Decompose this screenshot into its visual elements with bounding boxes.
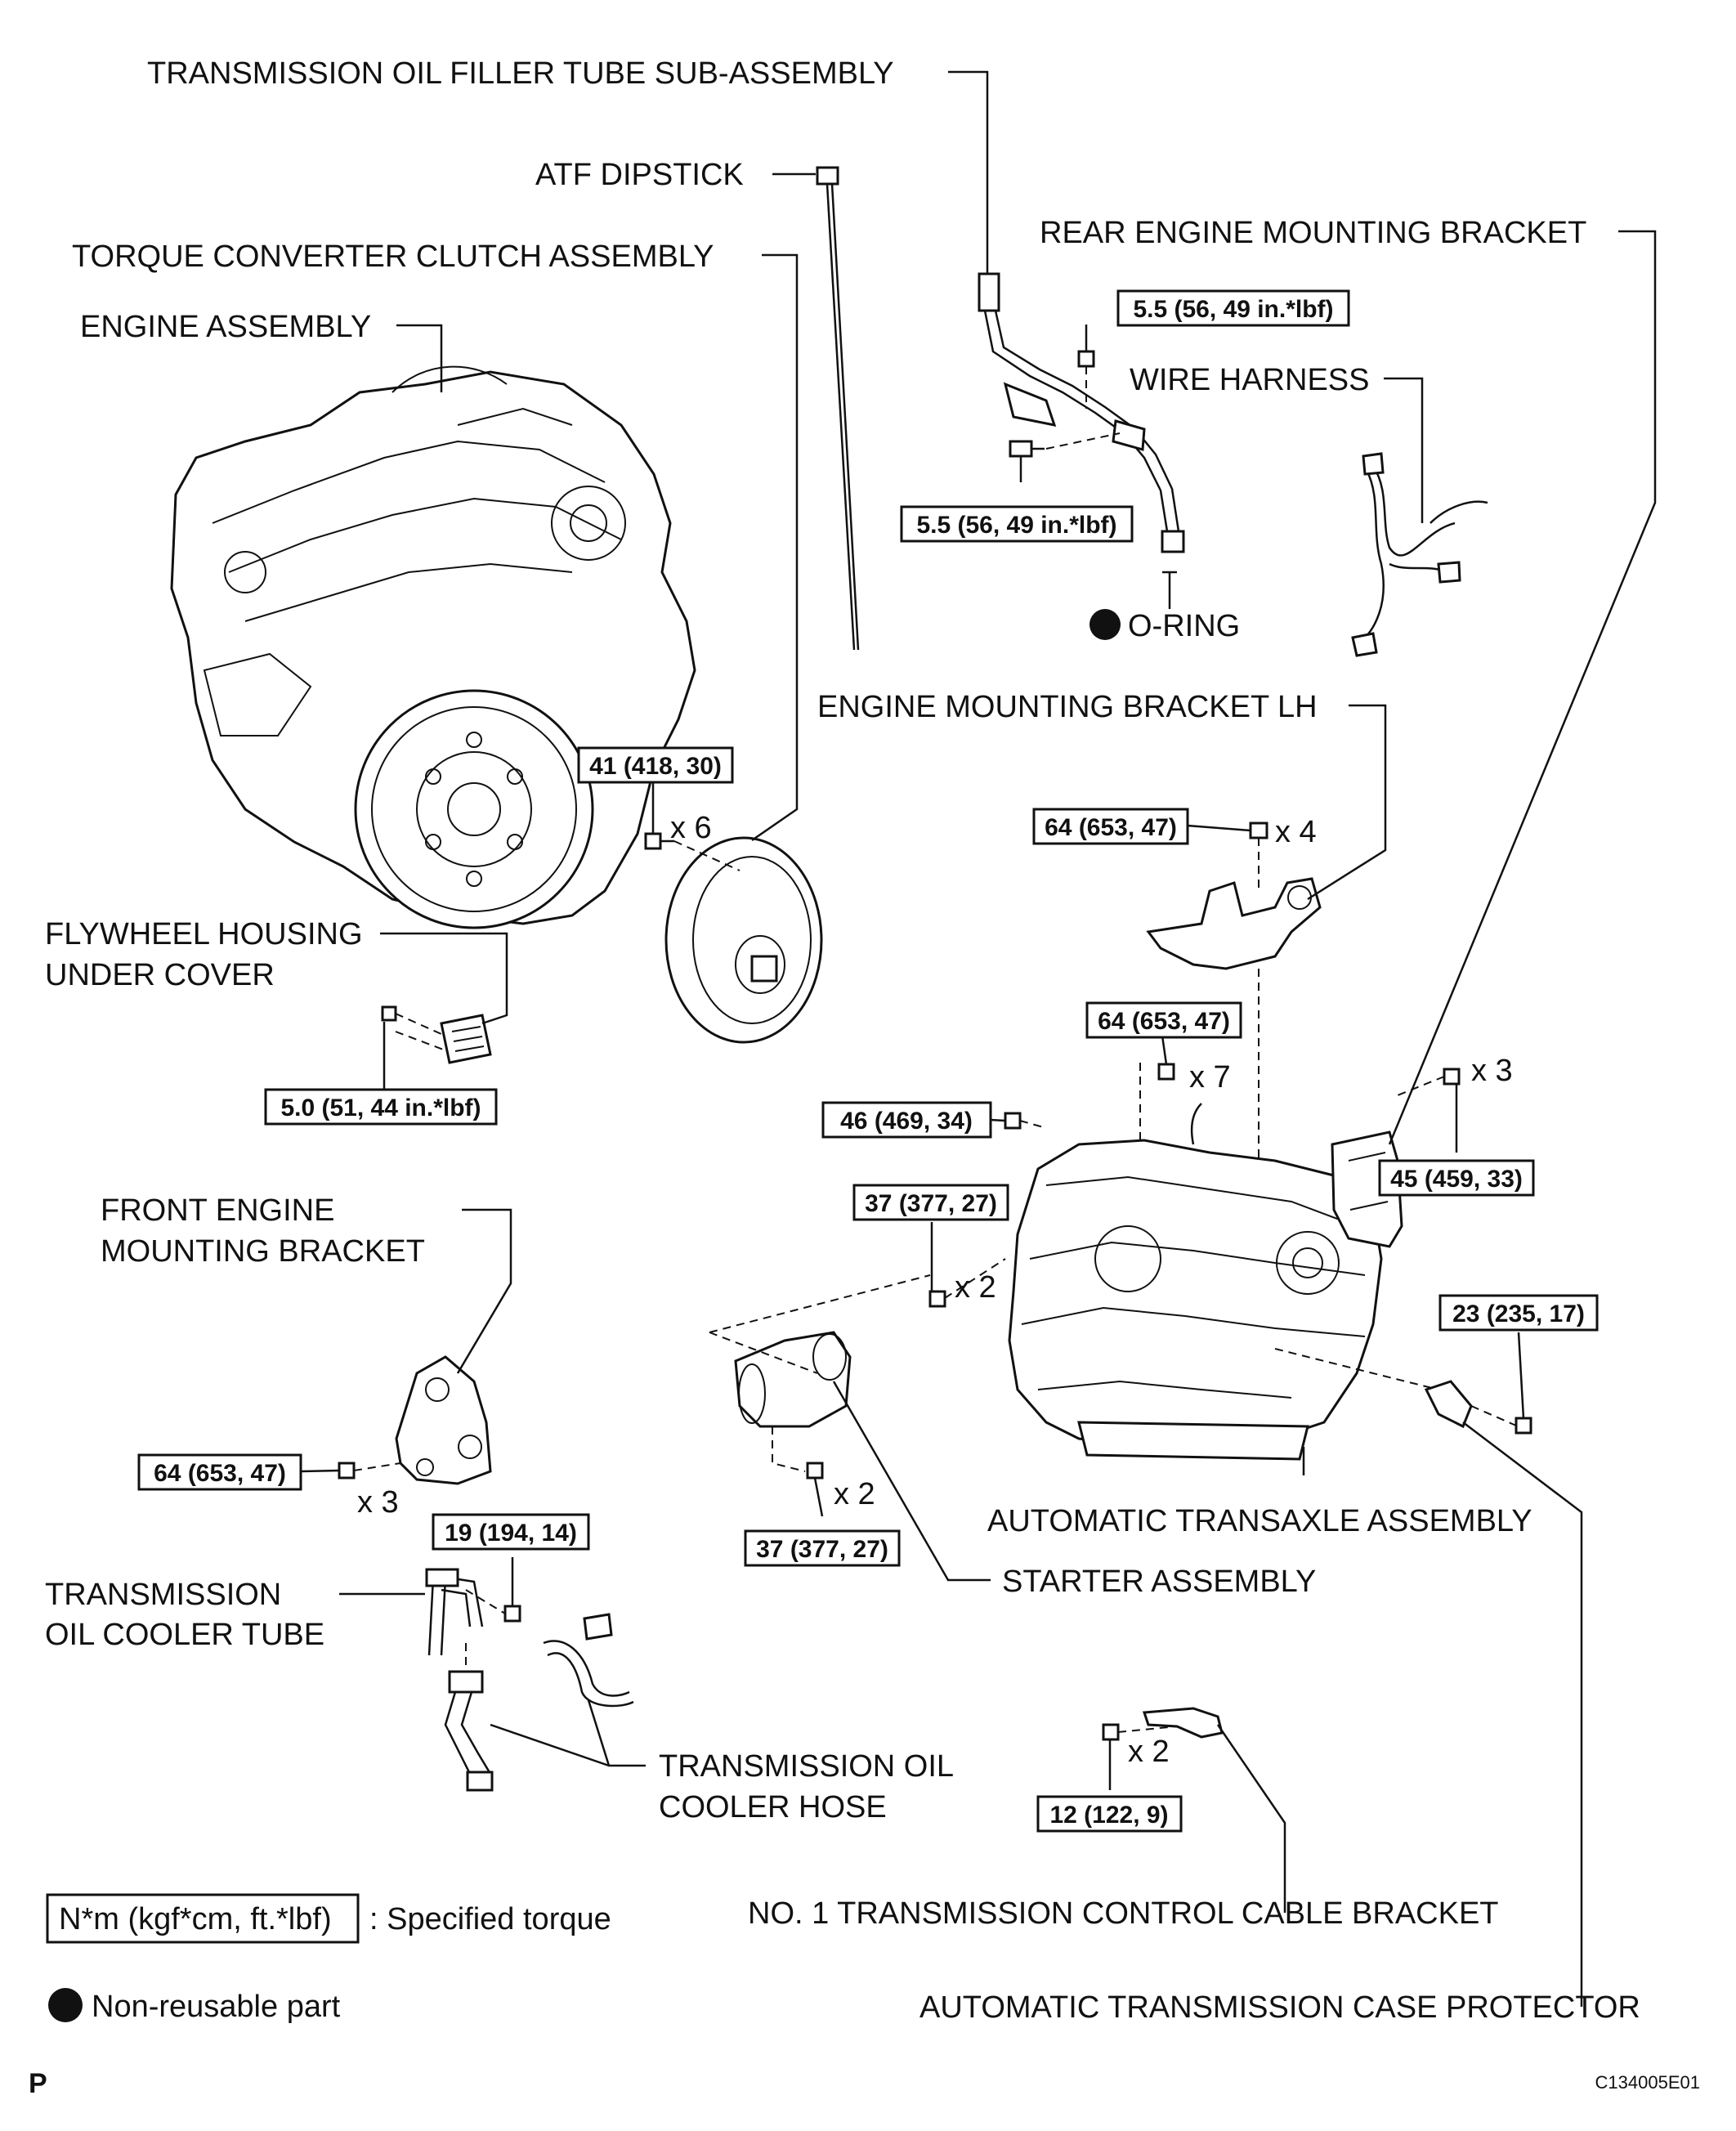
torque-value: 64 (653, 47) [154, 1460, 286, 1487]
label-case-protector: AUTOMATIC TRANSMISSION CASE PROTECTOR [919, 1990, 1640, 2025]
flywheel-under-cover-illustration [381, 1005, 492, 1064]
torque-spec-front-mount: 64 (653, 47) [137, 1453, 302, 1491]
label-cooler-tube-line1: TRANSMISSION [45, 1578, 281, 1612]
torque-spec-cable-bracket: 12 (122, 9) [1036, 1795, 1183, 1833]
torque-spec-starter-lower: 37 (377, 27) [744, 1529, 901, 1567]
label-engine-assembly: ENGINE ASSEMBLY [80, 310, 371, 344]
label-cable-bracket: NO. 1 TRANSMISSION CONTROL CABLE BRACKET [748, 1896, 1499, 1931]
legend-torque-unit: N*m (kgf*cm, ft.*lbf) [59, 1902, 332, 1936]
multiplier-rear-mount: x 3 [1471, 1054, 1513, 1088]
label-flywheel-cover-line2: UNDER COVER [45, 958, 275, 992]
label-wire-harness: WIRE HARNESS [1130, 363, 1369, 397]
label-rear-mount-bracket: REAR ENGINE MOUNTING BRACKET [1040, 216, 1586, 250]
torque-value: 64 (653, 47) [1098, 1008, 1230, 1035]
multiplier-starter-lower: x 2 [834, 1477, 875, 1511]
label-mount-bracket-lh: ENGINE MOUNTING BRACKET LH [817, 690, 1318, 724]
torque-value: 37 (377, 27) [756, 1536, 888, 1563]
transaxle-illustration [1004, 1063, 1383, 1461]
cooler-tube-illustration [425, 1568, 521, 1656]
label-transaxle: AUTOMATIC TRANSAXLE ASSEMBLY [987, 1504, 1532, 1538]
torque-value: 46 (469, 34) [840, 1108, 973, 1135]
torque-value: 12 (122, 9) [1049, 1802, 1168, 1829]
multiplier-starter-upper: x 2 [955, 1270, 996, 1305]
multiplier-front-mount: x 3 [357, 1485, 399, 1520]
label-front-mount-line2: MOUNTING BRACKET [101, 1234, 425, 1269]
multiplier-transaxle-top: x 7 [1189, 1060, 1231, 1095]
engine-assembly-illustration [170, 365, 696, 929]
label-cooler-hose-line1: TRANSMISSION OIL [659, 1749, 954, 1784]
torque-spec-bracket-lh: 64 (653, 47) [1032, 808, 1189, 845]
leader-lines [300, 70, 1657, 2007]
torque-spec-filler-top: 5.5 (56, 49 in.*lbf) [1116, 289, 1350, 327]
torque-spec-flywheel-cover: 5.0 (51, 44 in.*lbf) [264, 1088, 498, 1126]
torque-spec-transaxle-side: 46 (469, 34) [821, 1101, 992, 1139]
torque-value: 19 (194, 14) [445, 1520, 577, 1547]
torque-spec-rear-mount: 45 (459, 33) [1378, 1159, 1535, 1197]
label-torque-converter: TORQUE CONVERTER CLUTCH ASSEMBLY [72, 240, 714, 274]
legend-torque-desc: : Specified torque [369, 1902, 611, 1936]
torque-spec-starter-upper: 37 (377, 27) [852, 1184, 1009, 1221]
control-cable-bracket-illustration [1102, 1707, 1224, 1741]
wire-harness-illustration [1351, 452, 1488, 657]
legend: N*m (kgf*cm, ft.*lbf) : Specified torque… [46, 1893, 611, 2024]
label-atf-dipstick: ATF DIPSTICK [535, 158, 744, 192]
engine-mounting-bracket-lh-illustration [1146, 822, 1322, 1185]
torque-spec-converter: 41 (418, 30) [577, 746, 734, 784]
torque-value: 5.5 (56, 49 in.*lbf) [1133, 296, 1333, 323]
case-protector-illustration [1424, 1380, 1532, 1435]
torque-value: 45 (459, 33) [1390, 1166, 1523, 1193]
filler-tube-illustration [978, 272, 1185, 589]
torque-converter-illustration [644, 832, 823, 1044]
rear-engine-mounting-bracket-illustration [1331, 1068, 1461, 1248]
torque-value: 37 (377, 27) [865, 1190, 997, 1217]
torque-value: 64 (653, 47) [1045, 814, 1177, 841]
atf-dipstick-illustration [816, 166, 860, 651]
torque-spec-cooler-tube: 19 (194, 14) [432, 1513, 590, 1551]
cooler-hose-illustration [444, 1613, 634, 1792]
o-ring-nonreusable-icon [1089, 609, 1121, 640]
torque-spec-transaxle-top: 64 (653, 47) [1085, 1001, 1242, 1039]
nonreusable-part-icon [48, 1988, 83, 2022]
multiplier-converter: x 6 [670, 811, 712, 845]
torque-value: 23 (235, 17) [1452, 1301, 1585, 1327]
label-cooler-hose-line2: COOLER HOSE [659, 1790, 887, 1824]
label-front-mount-line1: FRONT ENGINE [101, 1193, 334, 1228]
torque-value: 5.0 (51, 44 in.*lbf) [280, 1095, 481, 1121]
figure-code: C134005E01 [1595, 2072, 1700, 2093]
label-cooler-tube-line2: OIL COOLER TUBE [45, 1618, 324, 1652]
label-starter: STARTER ASSEMBLY [1002, 1565, 1316, 1599]
front-engine-mounting-bracket-illustration [338, 1355, 492, 1485]
legend-nonreusable: Non-reusable part [92, 1990, 341, 2024]
corner-letter: P [29, 2068, 47, 2099]
label-filler-tube: TRANSMISSION OIL FILLER TUBE SUB-ASSEMBL… [147, 56, 894, 91]
torque-spec-protector: 23 (235, 17) [1438, 1294, 1599, 1332]
multiplier-bracket-lh: x 4 [1275, 815, 1317, 849]
legend-torque-box [46, 1893, 360, 1944]
label-flywheel-cover-line1: FLYWHEEL HOUSING [45, 917, 363, 951]
label-o-ring: O-RING [1128, 609, 1240, 643]
torque-spec-filler-bottom: 5.5 (56, 49 in.*lbf) [900, 505, 1134, 543]
torque-value: 41 (418, 30) [589, 753, 722, 780]
multiplier-cable-bracket: x 2 [1128, 1735, 1170, 1769]
torque-value: 5.5 (56, 49 in.*lbf) [916, 512, 1116, 539]
starter-assembly-illustration [709, 1258, 1439, 1480]
